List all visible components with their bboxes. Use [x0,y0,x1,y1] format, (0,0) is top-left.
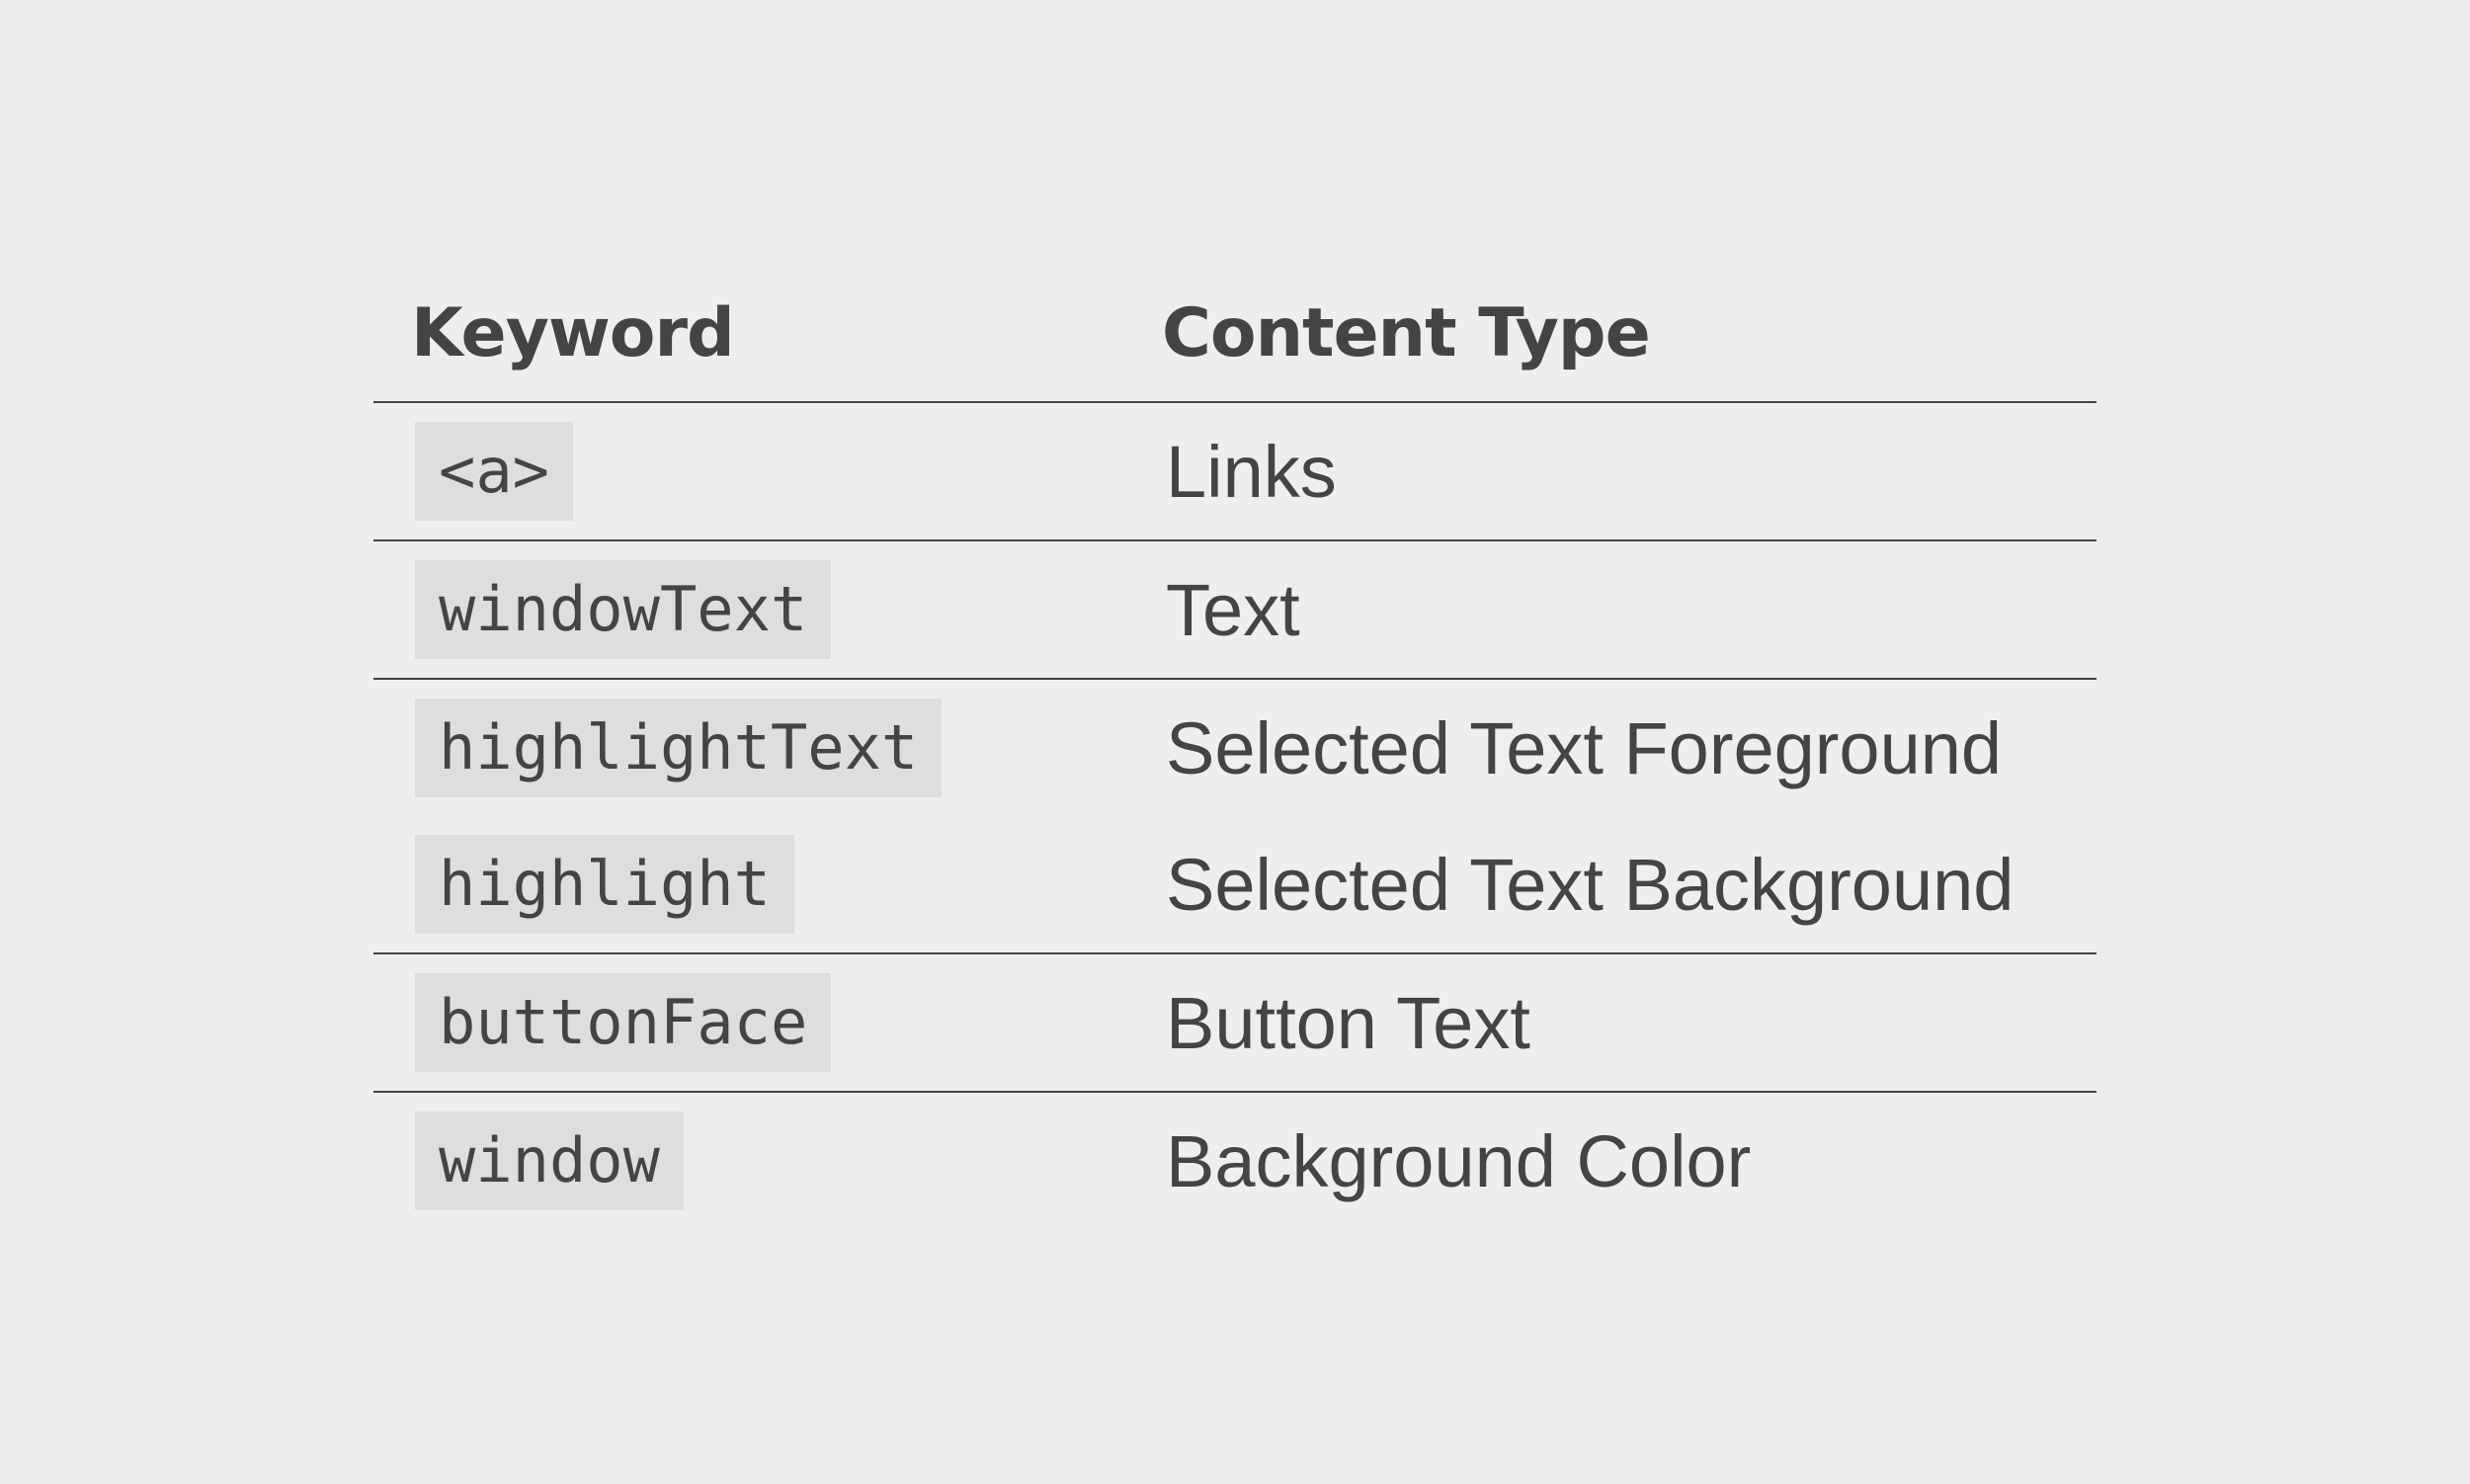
table-row: <a> Links [373,402,2097,541]
keyword-code: windowText [415,560,832,659]
header-row: Keyword Content Type [373,265,2097,403]
keyword-table-container: Keyword Content Type <a> Links windowTex… [373,265,2097,1229]
header-content-type: Content Type [1144,265,2097,403]
keyword-code: highlight [415,835,794,934]
keyword-code: highlightText [415,699,943,797]
table-row: buttonFace Button Text [373,953,2097,1093]
content-type-cell: Background Color [1166,1119,1752,1202]
keyword-cell: <a> [373,402,1144,541]
header-keyword: Keyword [373,265,1144,403]
table-body: <a> Links windowText Text highlightText … [373,402,2097,1229]
keyword-cell: highlight [373,816,1144,954]
keyword-code: buttonFace [415,973,832,1072]
keyword-cell: buttonFace [373,953,1144,1093]
keyword-cell: window [373,1092,1144,1229]
content-type-cell: Selected Text Background [1144,816,2097,954]
content-type-cell: Button Text [1144,953,2097,1093]
table-row: highlight Selected Text Background [373,816,2097,954]
keyword-code: <a> [415,422,573,521]
table-row: window Background Color [373,1092,2097,1229]
keyword-cell: highlightText [373,679,1144,816]
keyword-cell: windowText [373,540,1144,680]
content-type-cell: Selected Text Foreground [1166,706,2003,789]
keyword-code: window [415,1112,684,1210]
table-row: highlightText Selected Text Foreground [373,679,2097,816]
keyword-content-type-table: Keyword Content Type <a> Links windowTex… [373,265,2097,1229]
content-type-cell: Links [1144,402,2097,541]
table-header: Keyword Content Type [373,265,2097,403]
table-row: windowText Text [373,540,2097,680]
content-type-cell: Text [1144,540,2097,680]
